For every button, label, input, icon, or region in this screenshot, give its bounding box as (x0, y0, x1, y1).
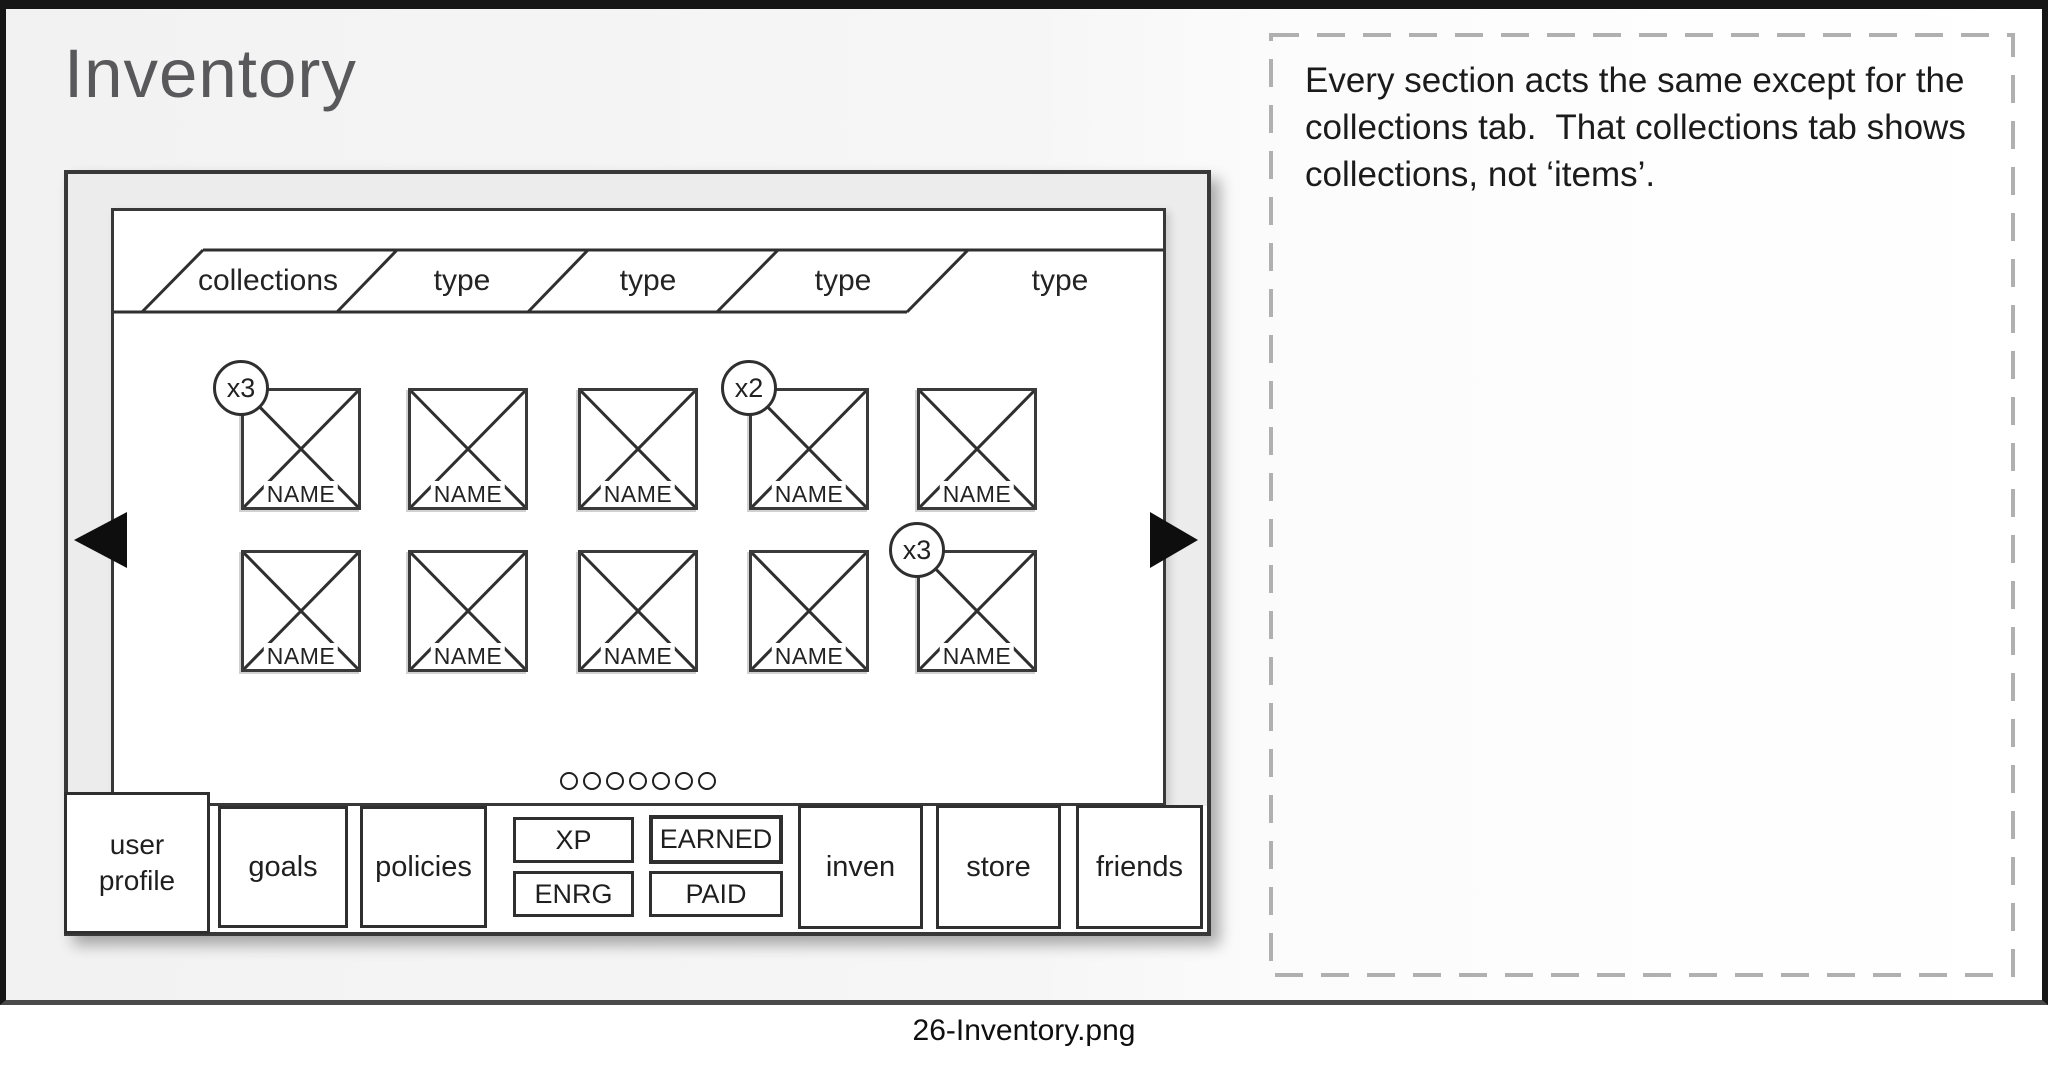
item-name-label: NAME (430, 643, 506, 669)
energy-stat-box: ENRG (513, 871, 634, 917)
inventory-item-4[interactable]: NAME x2 (721, 360, 869, 510)
inventory-item-3[interactable]: NAME (578, 388, 698, 510)
item-name-label: NAME (600, 481, 676, 507)
inventory-item-7[interactable]: NAME (408, 550, 528, 672)
page-title: Inventory (64, 35, 357, 112)
tab-strip (114, 248, 1163, 314)
earned-currency-box: EARNED (649, 815, 783, 864)
item-count-badge: x2 (721, 360, 777, 416)
paid-currency-box: PAID (649, 871, 783, 917)
page-dot[interactable] (675, 772, 693, 790)
annotation-line: collections tab. That collections tab sh… (1305, 108, 1966, 147)
tab-type-3[interactable]: type (814, 264, 872, 297)
annotation-box: Every section acts the same except for t… (1269, 33, 2015, 977)
page-dot[interactable] (652, 772, 670, 790)
page-dot[interactable] (698, 772, 716, 790)
inventory-item-1[interactable]: NAME x3 (213, 360, 361, 510)
tab-type-2[interactable]: type (619, 264, 677, 297)
inventory-item-10[interactable]: NAME x3 (889, 522, 1037, 672)
item-name-label: NAME (771, 481, 847, 507)
placeholder-x-icon (920, 391, 1034, 507)
item-count-badge: x3 (889, 522, 945, 578)
tab-type-4-active[interactable]: type (1031, 264, 1089, 297)
inventory-item-2[interactable]: NAME (408, 388, 528, 510)
placeholder-x-icon (752, 391, 866, 507)
placeholder-x-icon (581, 553, 695, 669)
next-page-arrow-icon[interactable] (1148, 510, 1200, 570)
prev-page-arrow-icon[interactable] (72, 510, 130, 570)
annotation-text: Every section acts the same except for t… (1305, 57, 1985, 198)
annotation-line: collections, not ‘items’. (1305, 155, 1656, 194)
page-dot[interactable] (629, 772, 647, 790)
item-name-label: NAME (939, 481, 1015, 507)
user-profile-button[interactable]: user profile (64, 792, 210, 934)
item-name-label: NAME (263, 481, 339, 507)
placeholder-x-icon (752, 553, 866, 669)
item-name-label: NAME (600, 643, 676, 669)
policies-button[interactable]: policies (360, 806, 487, 928)
tab-collections[interactable]: collections (197, 264, 339, 297)
page-dot[interactable] (560, 772, 578, 790)
store-button[interactable]: store (936, 805, 1061, 929)
dashed-border (1269, 33, 2015, 977)
item-count-badge: x3 (213, 360, 269, 416)
annotation-line: Every section acts the same except for t… (1305, 61, 1965, 100)
tab-type-1[interactable]: type (433, 264, 491, 297)
friends-button[interactable]: friends (1076, 805, 1203, 929)
item-name-label: NAME (771, 643, 847, 669)
inventory-item-8[interactable]: NAME (578, 550, 698, 672)
goals-button[interactable]: goals (218, 806, 348, 928)
xp-stat-box: XP (513, 817, 634, 863)
item-name-label: NAME (939, 643, 1015, 669)
inventory-item-9[interactable]: NAME (749, 550, 869, 672)
placeholder-x-icon (920, 553, 1034, 669)
inventory-button[interactable]: inven (798, 805, 923, 929)
item-name-label: NAME (263, 643, 339, 669)
page-dot[interactable] (583, 772, 601, 790)
placeholder-x-icon (244, 391, 358, 507)
page-dot[interactable] (606, 772, 624, 790)
inventory-item-5[interactable]: NAME (917, 388, 1037, 510)
filename-caption: 26-Inventory.png (912, 1014, 1136, 1047)
inventory-item-6[interactable]: NAME (241, 550, 361, 672)
placeholder-x-icon (411, 553, 525, 669)
page-dots (560, 772, 716, 790)
item-name-label: NAME (430, 481, 506, 507)
placeholder-x-icon (411, 391, 525, 507)
placeholder-x-icon (244, 553, 358, 669)
placeholder-x-icon (581, 391, 695, 507)
